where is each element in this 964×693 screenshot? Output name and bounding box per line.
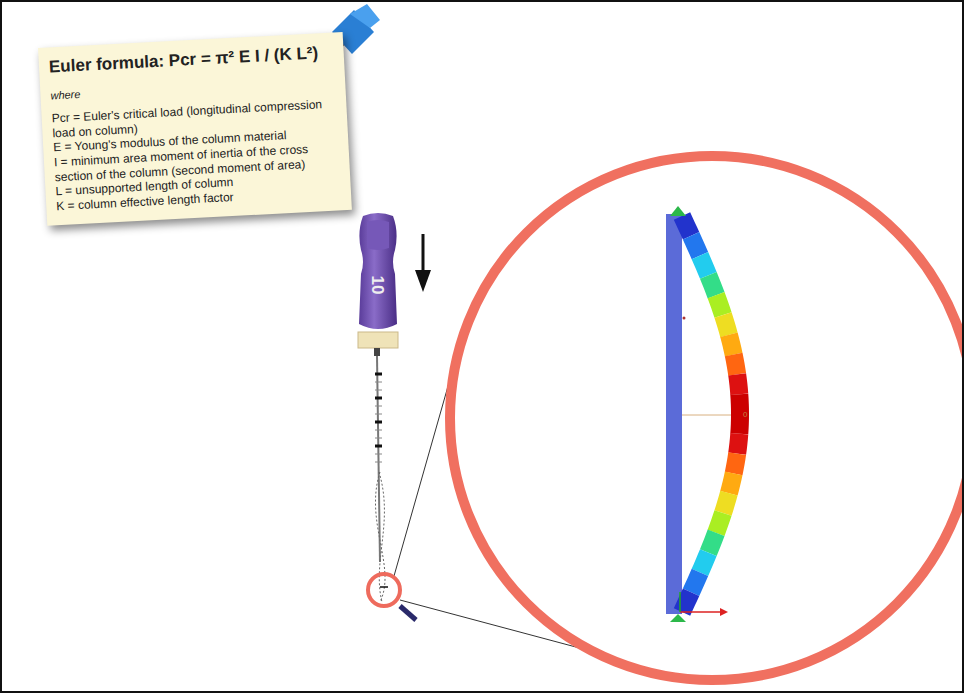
value-label: 0 [743, 410, 747, 419]
size-number: 10 [367, 275, 387, 294]
file-shaft [358, 332, 398, 602]
file-handle: 10 [355, 212, 401, 334]
supports [670, 206, 728, 622]
formula-title: Euler formula: Pcr = π² E I / (K L²) [49, 43, 334, 78]
magnifier-handle [400, 606, 416, 620]
note-card: Euler formula: Pcr = π² E I / (K L²)wher… [38, 32, 352, 226]
handle-shape [355, 212, 401, 334]
load-arrow [415, 234, 431, 292]
magnified-view [450, 156, 964, 680]
note-text: where [50, 75, 335, 102]
column-original [666, 214, 682, 614]
zoom-circle [368, 574, 400, 606]
buckled-column [682, 216, 740, 612]
